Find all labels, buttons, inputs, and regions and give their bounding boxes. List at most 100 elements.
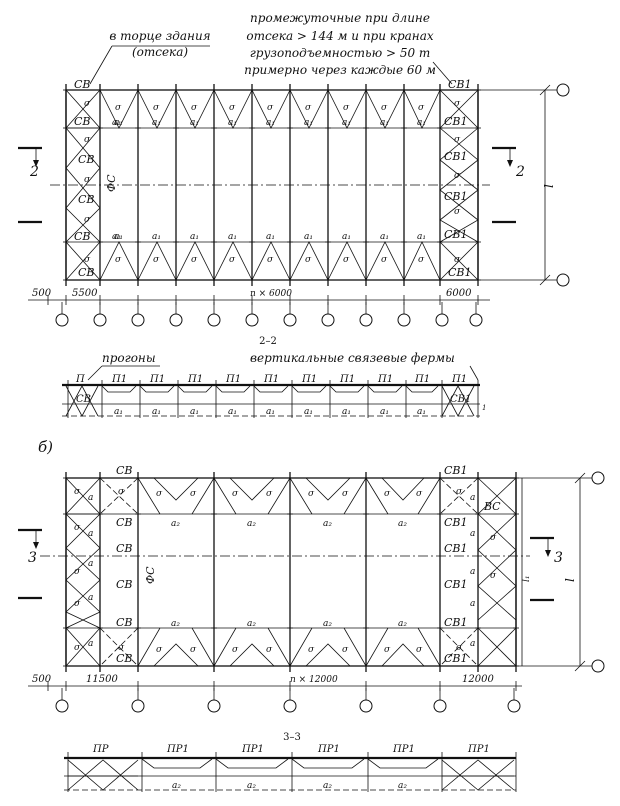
- section-33-title: 3–3: [283, 732, 301, 743]
- strut-a2-top: a₂: [247, 519, 256, 529]
- purlin-label-33: ПР1: [317, 744, 340, 755]
- bay-shape-22: [367, 385, 403, 393]
- tie-sigma-a: σ: [229, 103, 236, 113]
- tie-sigma-a: σ: [191, 255, 198, 265]
- b-cb-6: СВ: [116, 652, 133, 665]
- label-cb1-4: СВ1: [444, 190, 468, 203]
- label-part-b: б): [38, 438, 53, 456]
- label-cb-2: СВ: [74, 115, 91, 128]
- bay-truss-bottom-a: [327, 241, 367, 281]
- strut-a2-bottom: a₂: [247, 619, 256, 629]
- bay-truss-b: [417, 477, 441, 515]
- annot-trusses: вертикальные связевые фермы: [250, 351, 455, 365]
- strut-a-end: a: [88, 639, 93, 649]
- annot-purlins: прогоны: [102, 351, 156, 365]
- s22-cb1: СВ1: [450, 394, 471, 405]
- end-bay-sigma-b: σ: [456, 487, 463, 497]
- bay-truss-b: [153, 643, 199, 667]
- end-truss-33: [441, 759, 515, 791]
- bay-truss-b: [229, 643, 275, 667]
- dim-mid-b: n × 12000: [290, 675, 338, 685]
- dim-500-b: 500: [32, 674, 52, 685]
- bay-truss-b: [229, 477, 275, 501]
- strut-a1-top: a₁: [152, 118, 161, 128]
- strut-22: a₁: [417, 407, 426, 417]
- label-cb-4: СВ: [78, 193, 95, 206]
- purlin-label-33: ПР1: [392, 744, 415, 755]
- section-mark-left-a: 2: [18, 146, 42, 224]
- span-l-b: l: [563, 578, 577, 582]
- axis-bubble-a: [245, 313, 259, 327]
- tie-sigma-b: σ: [266, 489, 273, 499]
- label-fc-b: ФС: [144, 566, 157, 584]
- bay-truss-top-a: [327, 89, 367, 129]
- strut-a-end: a: [88, 559, 93, 569]
- bay-truss-top-a: [99, 89, 139, 129]
- bay-shape-22: [101, 385, 137, 393]
- axis-bubble-b: [55, 699, 69, 713]
- bay-truss-b: [267, 477, 291, 515]
- strut-22: a₁: [228, 407, 237, 417]
- tie-sigma-a: σ: [343, 103, 350, 113]
- strut-a-end: a: [470, 529, 475, 539]
- axis-bubble-b: [433, 699, 447, 713]
- bay-truss-bottom-a: [99, 241, 139, 281]
- b-cb1-4: СВ1: [444, 578, 468, 591]
- end-truss-33: [441, 759, 515, 791]
- tie-sigma-a: σ: [191, 103, 198, 113]
- annot-mid-line2: отсека > 144 м и при кранах: [246, 29, 433, 43]
- annot-end-line2: (отсека): [132, 45, 188, 59]
- tie-sigma-b: σ: [384, 645, 391, 655]
- bay-shape-22: [405, 385, 439, 393]
- span-l1-b: l₁: [522, 576, 532, 583]
- axis-bubble-a: [359, 313, 373, 327]
- strut-a2-top: a₂: [323, 519, 332, 529]
- bay-truss-top-a: [365, 89, 405, 129]
- axis-bubble-a: [469, 313, 483, 327]
- axis-bubble-a: [435, 313, 449, 327]
- axis-bubble-b: [507, 699, 521, 713]
- bay-truss-top-a: [137, 89, 177, 129]
- bay-truss-b: [365, 477, 389, 515]
- strut-a1-bottom: a₁: [228, 232, 237, 242]
- strut-33: a₂: [398, 781, 407, 791]
- dim-last-a: 6000: [446, 288, 472, 299]
- tie-sigma-a: σ: [305, 103, 312, 113]
- strut-22: a₁: [266, 407, 275, 417]
- label-cb-5: СВ: [74, 230, 91, 243]
- bay-truss-b: [381, 643, 425, 667]
- bay-truss-top-a: [213, 89, 253, 129]
- purlin-label-33: ПР1: [241, 744, 264, 755]
- end-truss-33: [67, 759, 139, 791]
- bay-truss-top-a: [175, 89, 215, 129]
- tie-sigma-a: σ: [343, 255, 350, 265]
- bay-truss-top-a: [289, 89, 329, 129]
- bay-shape-33: [291, 758, 365, 769]
- purlin-label-22: П1: [111, 374, 127, 385]
- end-bay-sigma-a: σ: [84, 215, 91, 225]
- strut-a1-bottom: a₁: [152, 232, 161, 242]
- strut-a1-top: a₁: [304, 118, 313, 128]
- bay-shape-22: [329, 385, 365, 393]
- tie-sigma-a: σ: [267, 255, 274, 265]
- strut-a1-top: a₁: [266, 118, 275, 128]
- tie-sigma-a: σ: [305, 255, 312, 265]
- end-bay-sigma-b: σ: [74, 487, 81, 497]
- strut-a-end: a: [88, 529, 93, 539]
- tie-sigma-a: σ: [381, 255, 388, 265]
- axis-bubble-a: [55, 313, 69, 327]
- tie-sigma-b: σ: [232, 645, 239, 655]
- strut-a1-top: a₁: [114, 118, 123, 128]
- tie-sigma-b: σ: [384, 489, 391, 499]
- strut-22: a₁: [190, 407, 199, 417]
- axis-bubble-a: [321, 313, 335, 327]
- purlin-label-22: П1: [187, 374, 203, 385]
- annot-mid-line1: промежуточные при длине: [250, 11, 430, 25]
- strut-a-end: a: [470, 493, 475, 503]
- bay-truss-top-a: [251, 89, 291, 129]
- bay-truss-b: [365, 627, 389, 667]
- bay-truss-b: [213, 627, 237, 667]
- bay-shape-22: [253, 385, 289, 393]
- end-bay-sigma-b: σ: [490, 571, 497, 581]
- end-bay-sigma-a: σ: [84, 135, 91, 145]
